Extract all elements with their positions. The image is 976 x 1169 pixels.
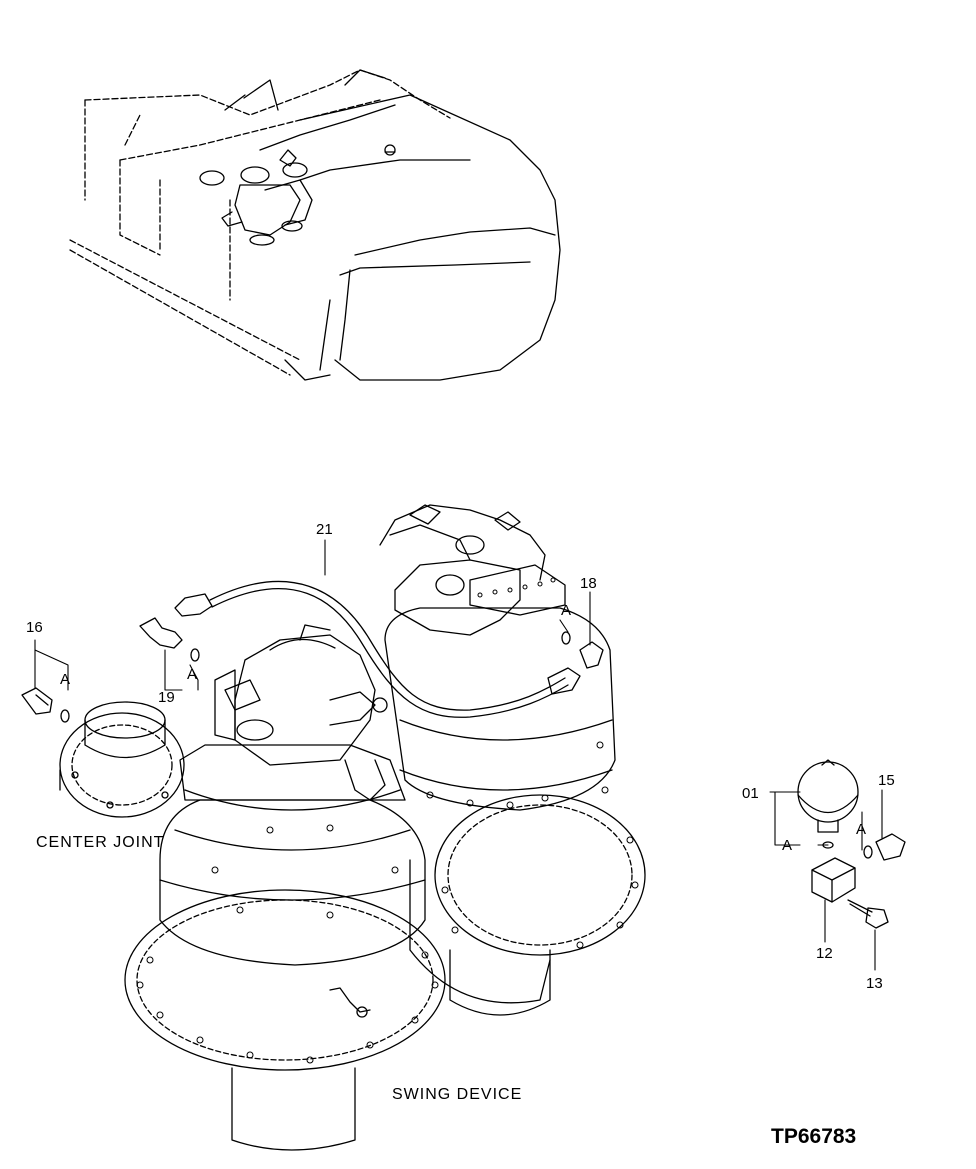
accumulator-assembly (797, 759, 906, 929)
hose-21 (174, 580, 581, 718)
callout-a-16: A (60, 671, 71, 688)
callout-a-18: A (561, 602, 572, 619)
center-joint (59, 701, 185, 818)
fitting-18 (561, 631, 604, 669)
callout-12: 12 (816, 945, 833, 962)
callout-a-19: A (187, 666, 198, 683)
callout-a-01: A (782, 837, 793, 854)
callout-19: 19 (158, 689, 175, 706)
callout-21: 21 (316, 521, 333, 538)
callout-a-15: A (856, 821, 867, 838)
callout-13: 13 (866, 975, 883, 992)
callout-18: 18 (580, 575, 597, 592)
swing-device-front (124, 624, 446, 1151)
callout-15: 15 (878, 772, 895, 789)
fitting-19 (139, 617, 200, 662)
document-id: TP66783 (771, 1125, 857, 1148)
callout-16: 16 (26, 619, 43, 636)
swing-device-rear (379, 504, 646, 1016)
caption-swing-device: SWING DEVICE (392, 1086, 523, 1103)
leader-lines (34, 539, 883, 971)
caption-center-joint: CENTER JOINT (36, 834, 165, 851)
callout-01: 01 (742, 785, 759, 802)
machine-overview (69, 69, 561, 381)
fitting-16 (21, 687, 70, 723)
